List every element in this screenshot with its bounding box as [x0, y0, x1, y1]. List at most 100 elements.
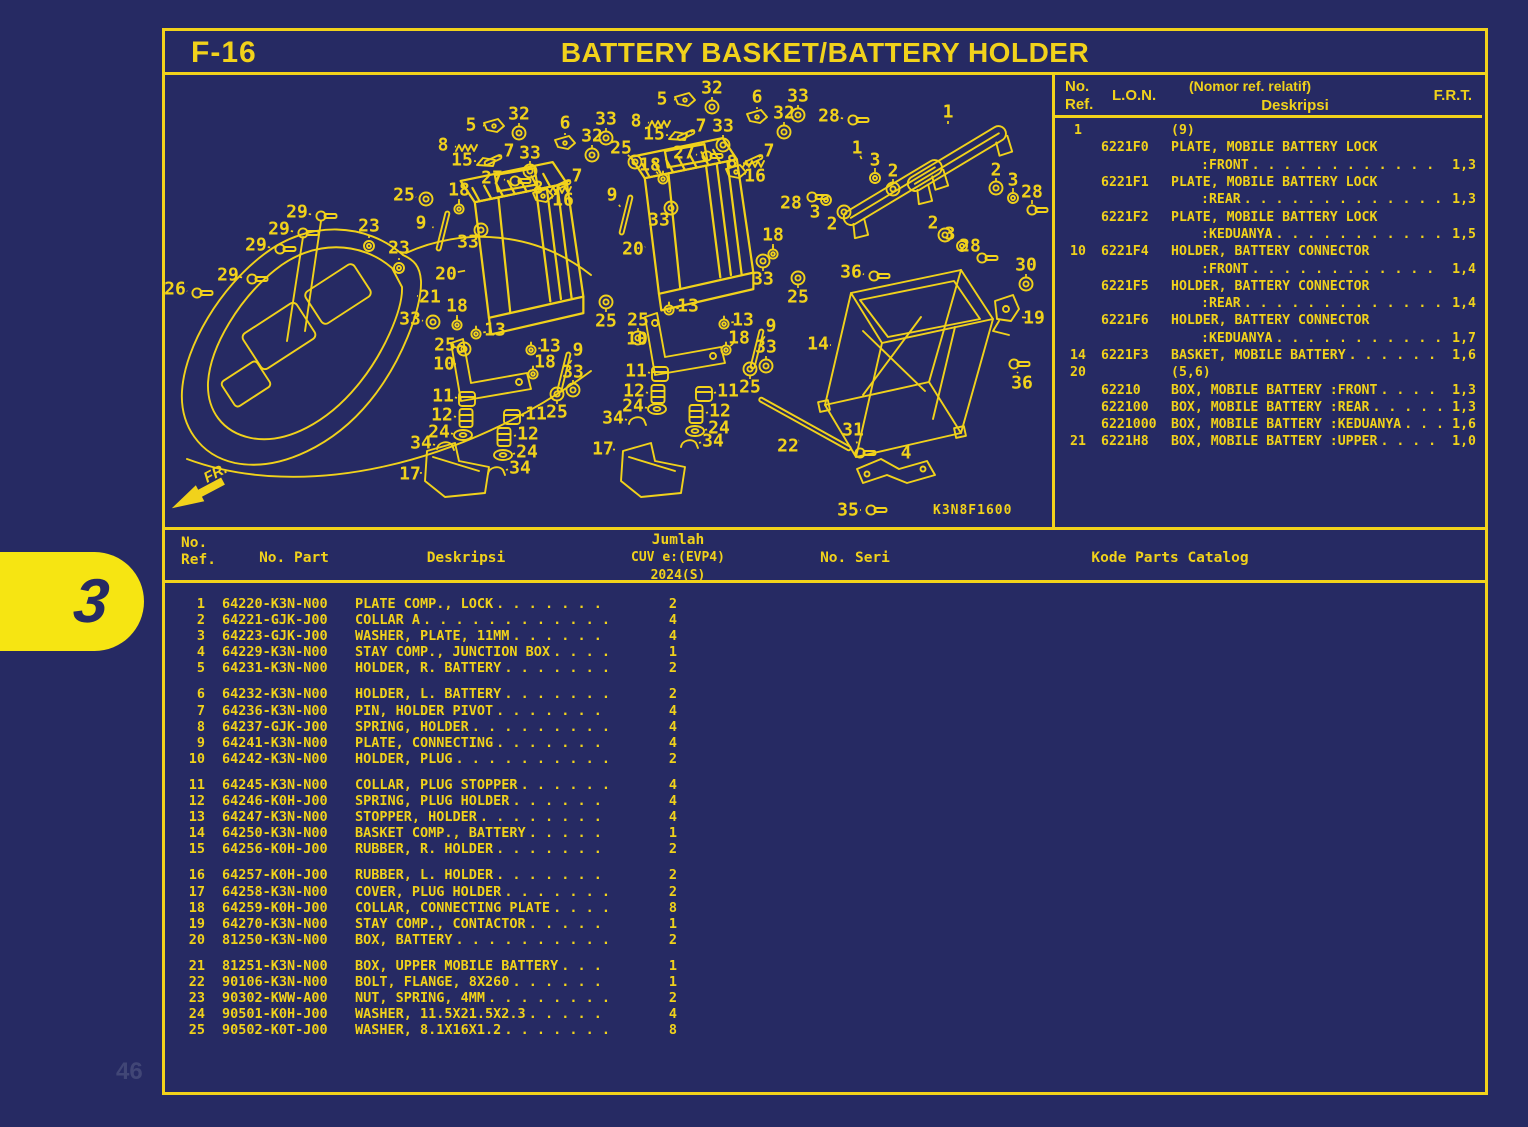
callout-label: 25 [393, 185, 415, 206]
callout-label: 13 [484, 320, 506, 341]
callout-label: 16 [744, 166, 766, 187]
callout-label: 3 [1008, 170, 1019, 191]
cyl2-part-icon [496, 427, 512, 447]
section-tab[interactable]: 3 [0, 552, 144, 651]
callout-label: 8 [533, 178, 544, 199]
callout-label: 24 [428, 422, 450, 443]
ref-panel-row: 1(9) [1074, 123, 1195, 139]
diagram-art: FR. 262929292923232133532815733632332527… [165, 78, 1049, 521]
callout-label: 29 [245, 235, 267, 256]
callout-label: 12 [709, 401, 731, 422]
oval-part-icon [453, 429, 473, 441]
callout-label: 25 [610, 138, 632, 159]
washer-part-icon [511, 125, 527, 141]
plug-cover-rear-art [620, 442, 686, 498]
ref-panel-row: :KEDUANYA1,5 [1055, 226, 1476, 243]
callout-label: 23 [358, 216, 380, 237]
scooter-body-art [181, 220, 592, 478]
washer-part-icon [584, 147, 600, 163]
washer-part-icon [988, 180, 1004, 196]
callout-label: 5 [657, 89, 668, 110]
callout-label: 3 [945, 224, 956, 245]
callout-label: 2 [827, 214, 838, 235]
callout-label: 14 [807, 334, 829, 355]
callout-label: 9 [766, 316, 777, 337]
clip-part-icon [487, 466, 506, 476]
callout-label: 12 [517, 424, 539, 445]
callout-label: 10 [433, 354, 455, 375]
parts-table-header: No.Ref. No. Part Deskripsi Jumlah CUV e:… [165, 527, 1485, 583]
callout-label: 20 [622, 239, 644, 260]
table-part-header: No. Part [259, 550, 329, 566]
lon-col-header: L.O.N. [1112, 87, 1157, 104]
callout-label: 13 [539, 336, 561, 357]
callout-label: 24 [516, 442, 538, 463]
callout-label: 17 [399, 464, 421, 485]
washer-part-icon [1018, 276, 1034, 292]
washer-part-icon [704, 99, 720, 115]
washer-part-icon [598, 294, 614, 310]
callout-label: 18 [446, 296, 468, 317]
washer-part-icon [742, 361, 758, 377]
callout-label: 29 [217, 265, 239, 286]
callout-label: 11 [432, 386, 454, 407]
plate-part-icon [674, 92, 696, 107]
callout-label: 32 [581, 126, 603, 147]
callout-label: 33 [595, 109, 617, 130]
callout-label: 30 [1015, 255, 1037, 276]
callout-label: 2 [991, 160, 1002, 181]
callout-label: 33 [648, 210, 670, 231]
ref-panel-row: :REAR1,4 [1055, 295, 1476, 312]
callout-label: 18 [728, 328, 750, 349]
callout-label: 33 [755, 337, 777, 358]
collar-part-icon [767, 245, 779, 260]
junction-stay-art [856, 458, 936, 484]
callout-label: 36 [840, 262, 862, 283]
ref-panel-row: :FRONT1,3 [1055, 157, 1476, 174]
callout-label: 18 [762, 225, 784, 246]
plate-part-icon [554, 135, 576, 150]
callout-label: 33 [457, 232, 479, 253]
table-qty-model: CUV e:(EVP4) [631, 550, 725, 565]
callout-label: 13 [677, 296, 699, 317]
long-bolt-art [758, 396, 852, 452]
callout-label: 27 [673, 143, 695, 164]
collar-part-icon [453, 200, 465, 215]
callout-label: 1 [852, 138, 863, 159]
callout-label: 9 [416, 213, 427, 234]
callout-label: 16 [552, 190, 574, 211]
cyl2-part-icon [688, 404, 704, 424]
clip-part-icon [680, 439, 699, 449]
page-title: BATTERY BASKET/BATTERY HOLDER [560, 37, 1090, 68]
callout-label: 24 [708, 418, 730, 439]
rodv-part-icon [618, 194, 634, 236]
collar-part-icon [451, 316, 463, 331]
callout-label: 36 [1011, 373, 1033, 394]
callout-label: 10 [626, 329, 648, 350]
callout-label: 17 [592, 439, 614, 460]
callout-label: 34 [602, 408, 624, 429]
bolt-part-icon [865, 504, 888, 516]
